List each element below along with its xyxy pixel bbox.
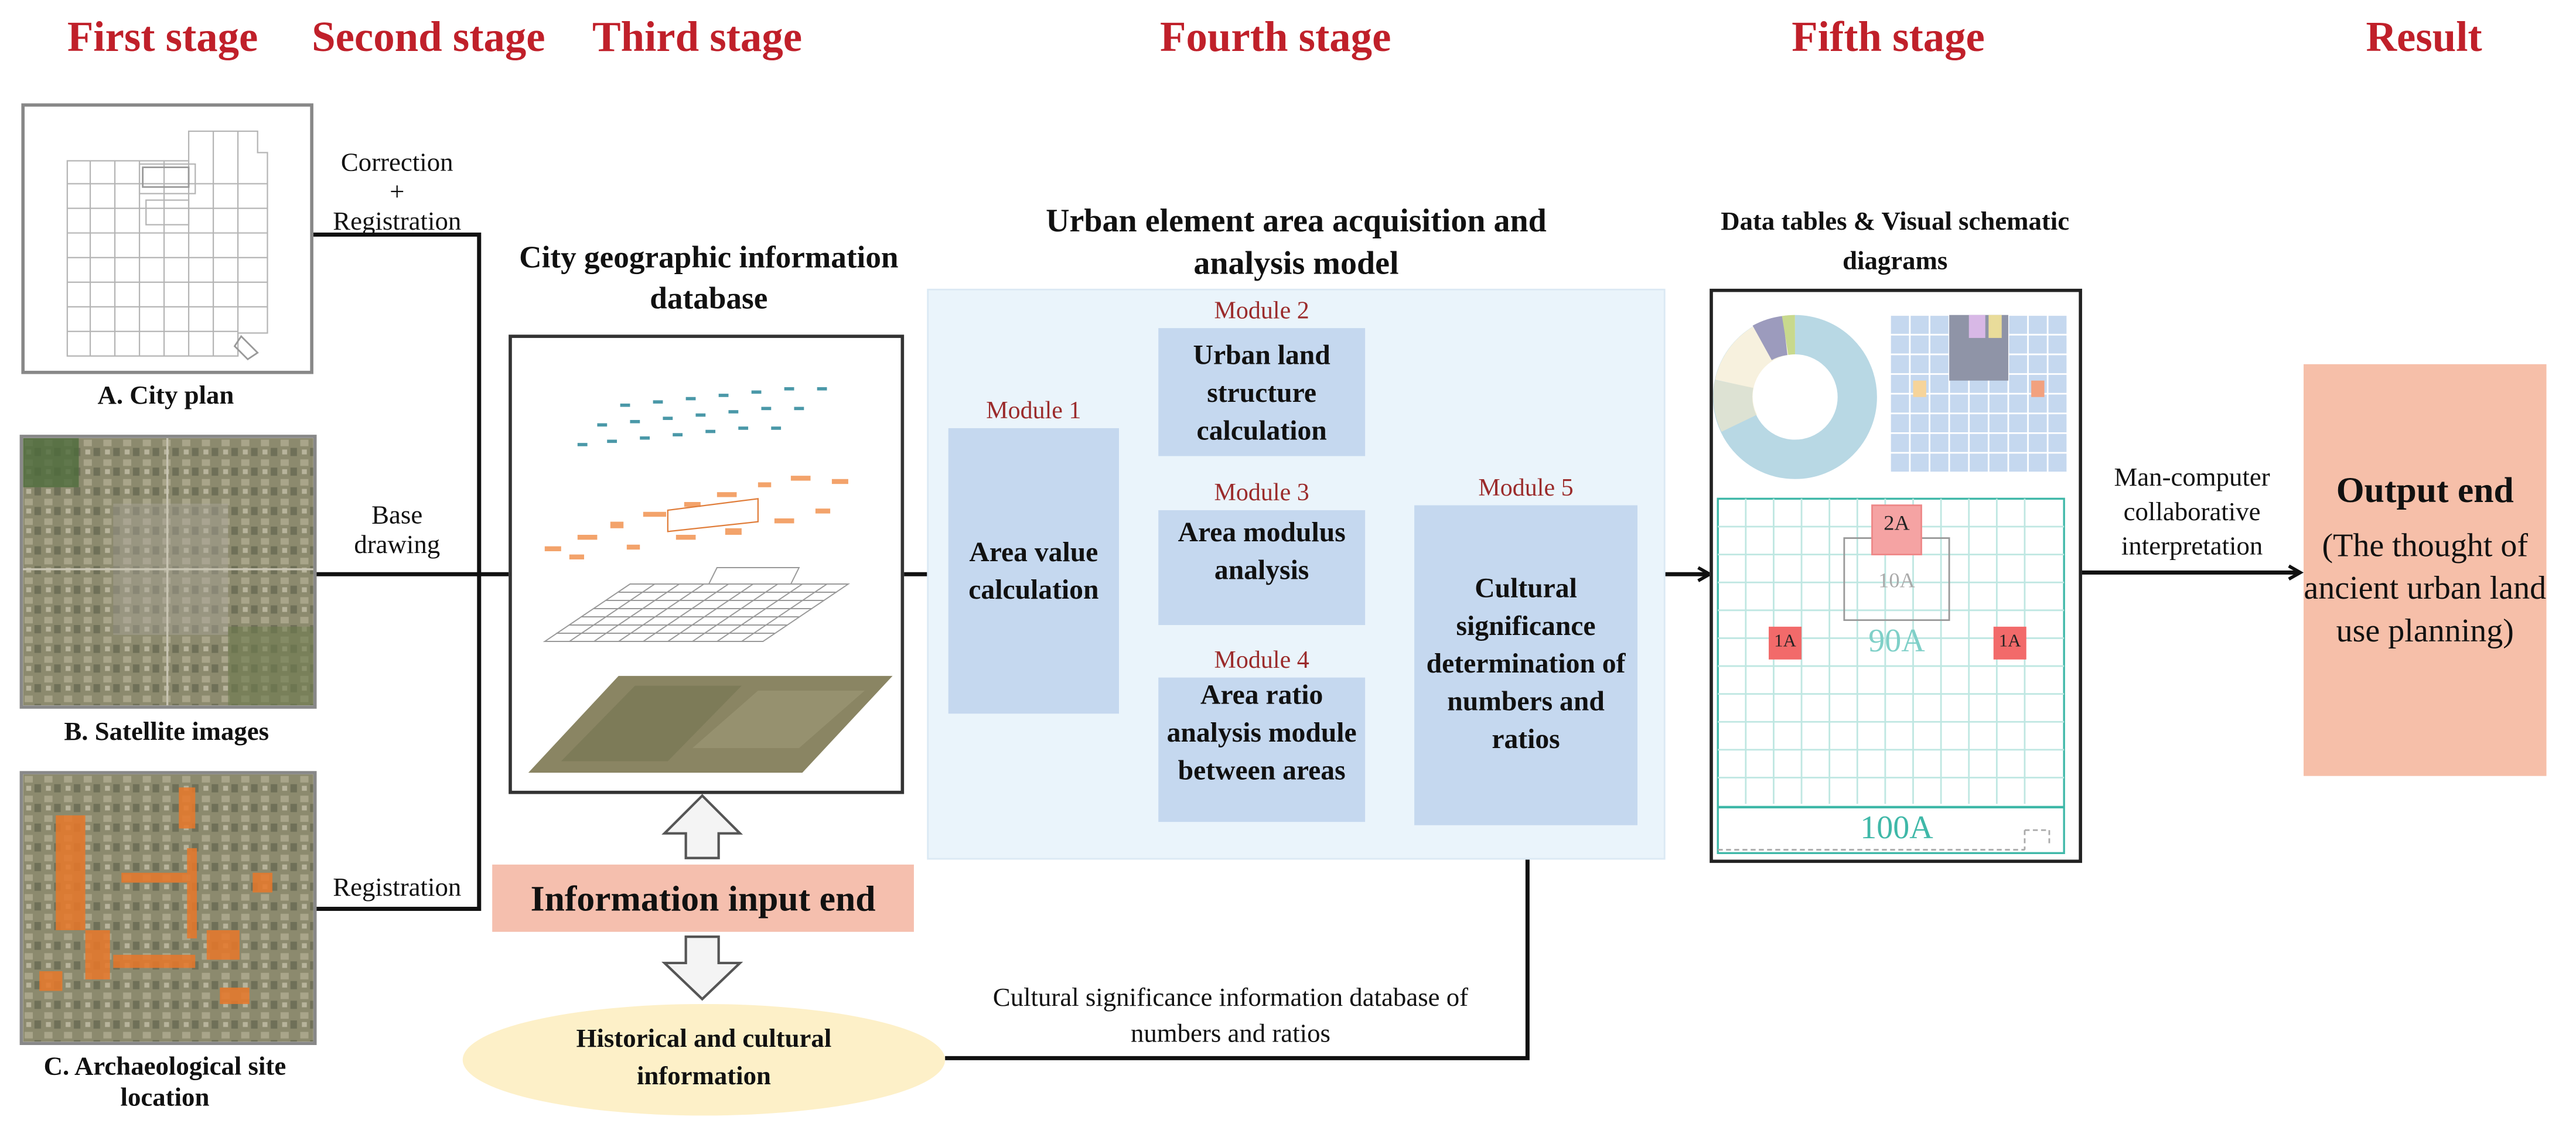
archaeological-image — [19, 771, 317, 1045]
output-graphics — [1712, 314, 2069, 854]
module-1-label: Module 1 — [986, 398, 1081, 425]
model-title: Urban element area acquisition and analy… — [1046, 203, 1547, 282]
label-1a-right: 1A — [1998, 631, 2021, 651]
module-5-label: Module 5 — [1478, 476, 1574, 502]
module-3-box — [1158, 510, 1366, 626]
label-10a: 10A — [1878, 568, 1915, 593]
satellite-layer — [528, 675, 893, 773]
big-grid — [1717, 497, 2065, 854]
stage-title-first: First stage — [67, 13, 258, 61]
module-2-label: Module 2 — [1214, 298, 1309, 325]
correction-registration-label: Correction + Registration — [333, 149, 462, 237]
result-box — [2304, 364, 2547, 776]
info-input-end-box — [492, 864, 914, 932]
label-1a-left: 1A — [1774, 631, 1796, 651]
result-subtitle: (The thought of ancient urban land use p… — [2304, 528, 2547, 650]
label-100a: 100A — [1860, 810, 1933, 847]
outputs-title: Data tables & Visual schematic diagrams — [1721, 208, 2070, 276]
module-5-box — [1414, 505, 1637, 825]
module-4-label: Module 4 — [1214, 648, 1309, 675]
base-drawing-label: Base drawing — [354, 501, 441, 560]
module-1-box — [948, 428, 1120, 714]
registration-label: Registration — [333, 874, 462, 903]
database-title: City geographic information database — [519, 241, 899, 317]
module-2-box — [1158, 328, 1366, 456]
up-hollow-arrow — [661, 794, 743, 859]
satellite-label: B. Satellite images — [64, 718, 269, 747]
man-computer-label: Man-computer collaborative interpretatio… — [2114, 464, 2270, 561]
stage-title-third: Third stage — [592, 13, 803, 61]
module-3-label: Module 3 — [1214, 480, 1309, 507]
stage-title-fourth: Fourth stage — [1160, 13, 1391, 61]
module-4-text: Area ratio analysis module between areas — [1166, 679, 1357, 786]
layer-stack — [528, 387, 893, 773]
label-2a: 2A — [1884, 510, 1910, 535]
city-plan-label: A. City plan — [97, 382, 234, 411]
orange-layer — [544, 476, 848, 560]
result-title: Output end — [2336, 469, 2514, 510]
stage-title-result: Result — [2366, 13, 2482, 61]
stage-title-fifth: Fifth stage — [1792, 13, 1985, 61]
cultural-db-label: Cultural significance information databa… — [992, 984, 1469, 1049]
down-hollow-arrow — [661, 935, 743, 1001]
module-1-text: Area value calculation — [968, 536, 1099, 606]
label-90a: 90A — [1868, 623, 1925, 660]
historical-ellipse — [462, 1003, 946, 1116]
module-5-text: Cultural significance determination of n… — [1426, 572, 1626, 755]
module-4-box — [1158, 677, 1366, 822]
archaeological-label: C. Archaeological site location — [43, 1053, 286, 1112]
dot-layer — [577, 387, 827, 446]
grid-layer — [543, 567, 851, 643]
module-3-text: Area modulus analysis — [1178, 517, 1346, 586]
module-2-text: Urban land structure calculation — [1193, 339, 1330, 446]
satellite-image — [19, 435, 317, 709]
outputs-box: 2A 10A 90A 1A 1A 100A — [1710, 288, 2082, 863]
stage-title-second: Second stage — [312, 13, 545, 61]
city-plan-image — [21, 103, 313, 374]
donut-chart — [1712, 315, 1877, 479]
info-input-end-label: Information input end — [530, 877, 876, 919]
database-box — [509, 334, 905, 794]
historical-label: Historical and cultural information — [576, 1025, 832, 1091]
